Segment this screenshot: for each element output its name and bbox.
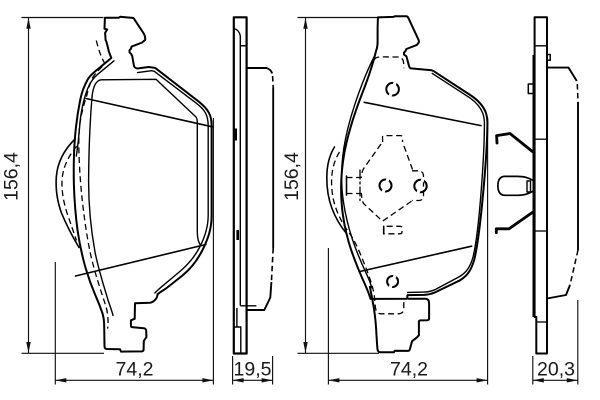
- svg-text:156,4: 156,4: [1, 152, 23, 201]
- svg-text:156,4: 156,4: [281, 152, 303, 201]
- svg-text:19,5: 19,5: [234, 359, 272, 381]
- svg-text:74,2: 74,2: [116, 359, 154, 381]
- svg-text:20,3: 20,3: [537, 359, 575, 381]
- svg-text:74,2: 74,2: [390, 359, 428, 381]
